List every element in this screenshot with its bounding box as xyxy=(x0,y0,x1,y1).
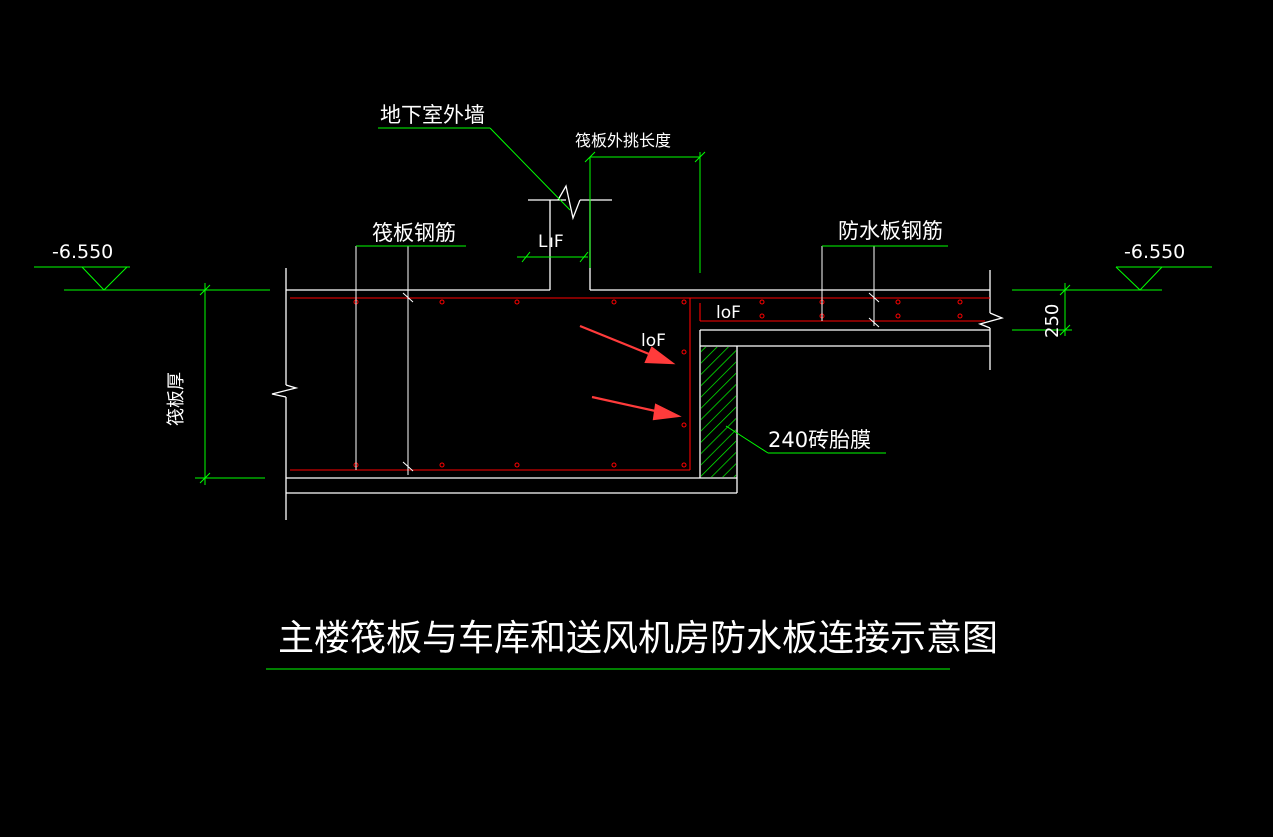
arrow-icon xyxy=(579,324,682,421)
raft-slab-outline xyxy=(271,184,1004,520)
level-right: -6.550 xyxy=(1124,241,1185,263)
label-lof-lower: loF xyxy=(641,331,666,351)
label-l1f: L ıF xyxy=(538,232,564,252)
rebar-lines xyxy=(290,297,990,471)
drawing-title: 主楼筏板与车库和送风机房防水板连接示意图 xyxy=(278,618,998,659)
label-basement-wall: 地下室外墙 xyxy=(380,103,485,127)
label-waterproof-rebar: 防水板钢筋 xyxy=(838,219,943,243)
label-thickness-250: 250 xyxy=(1042,304,1063,338)
stirrup-lines xyxy=(355,246,880,475)
label-brick-formwork: 240砖胎膜 xyxy=(768,428,871,452)
leader-lines xyxy=(34,127,1212,670)
label-lof-upper: loF xyxy=(716,303,741,323)
label-raft-rebar: 筏板钢筋 xyxy=(372,221,456,245)
rebar-dots xyxy=(353,299,963,468)
level-left: -6.550 xyxy=(52,241,113,263)
brick-formwork-hatch xyxy=(701,347,736,477)
label-raft-thickness: 筏板厚 xyxy=(166,372,187,426)
label-raft-overhang-length: 筏板外挑长度 xyxy=(575,131,671,150)
